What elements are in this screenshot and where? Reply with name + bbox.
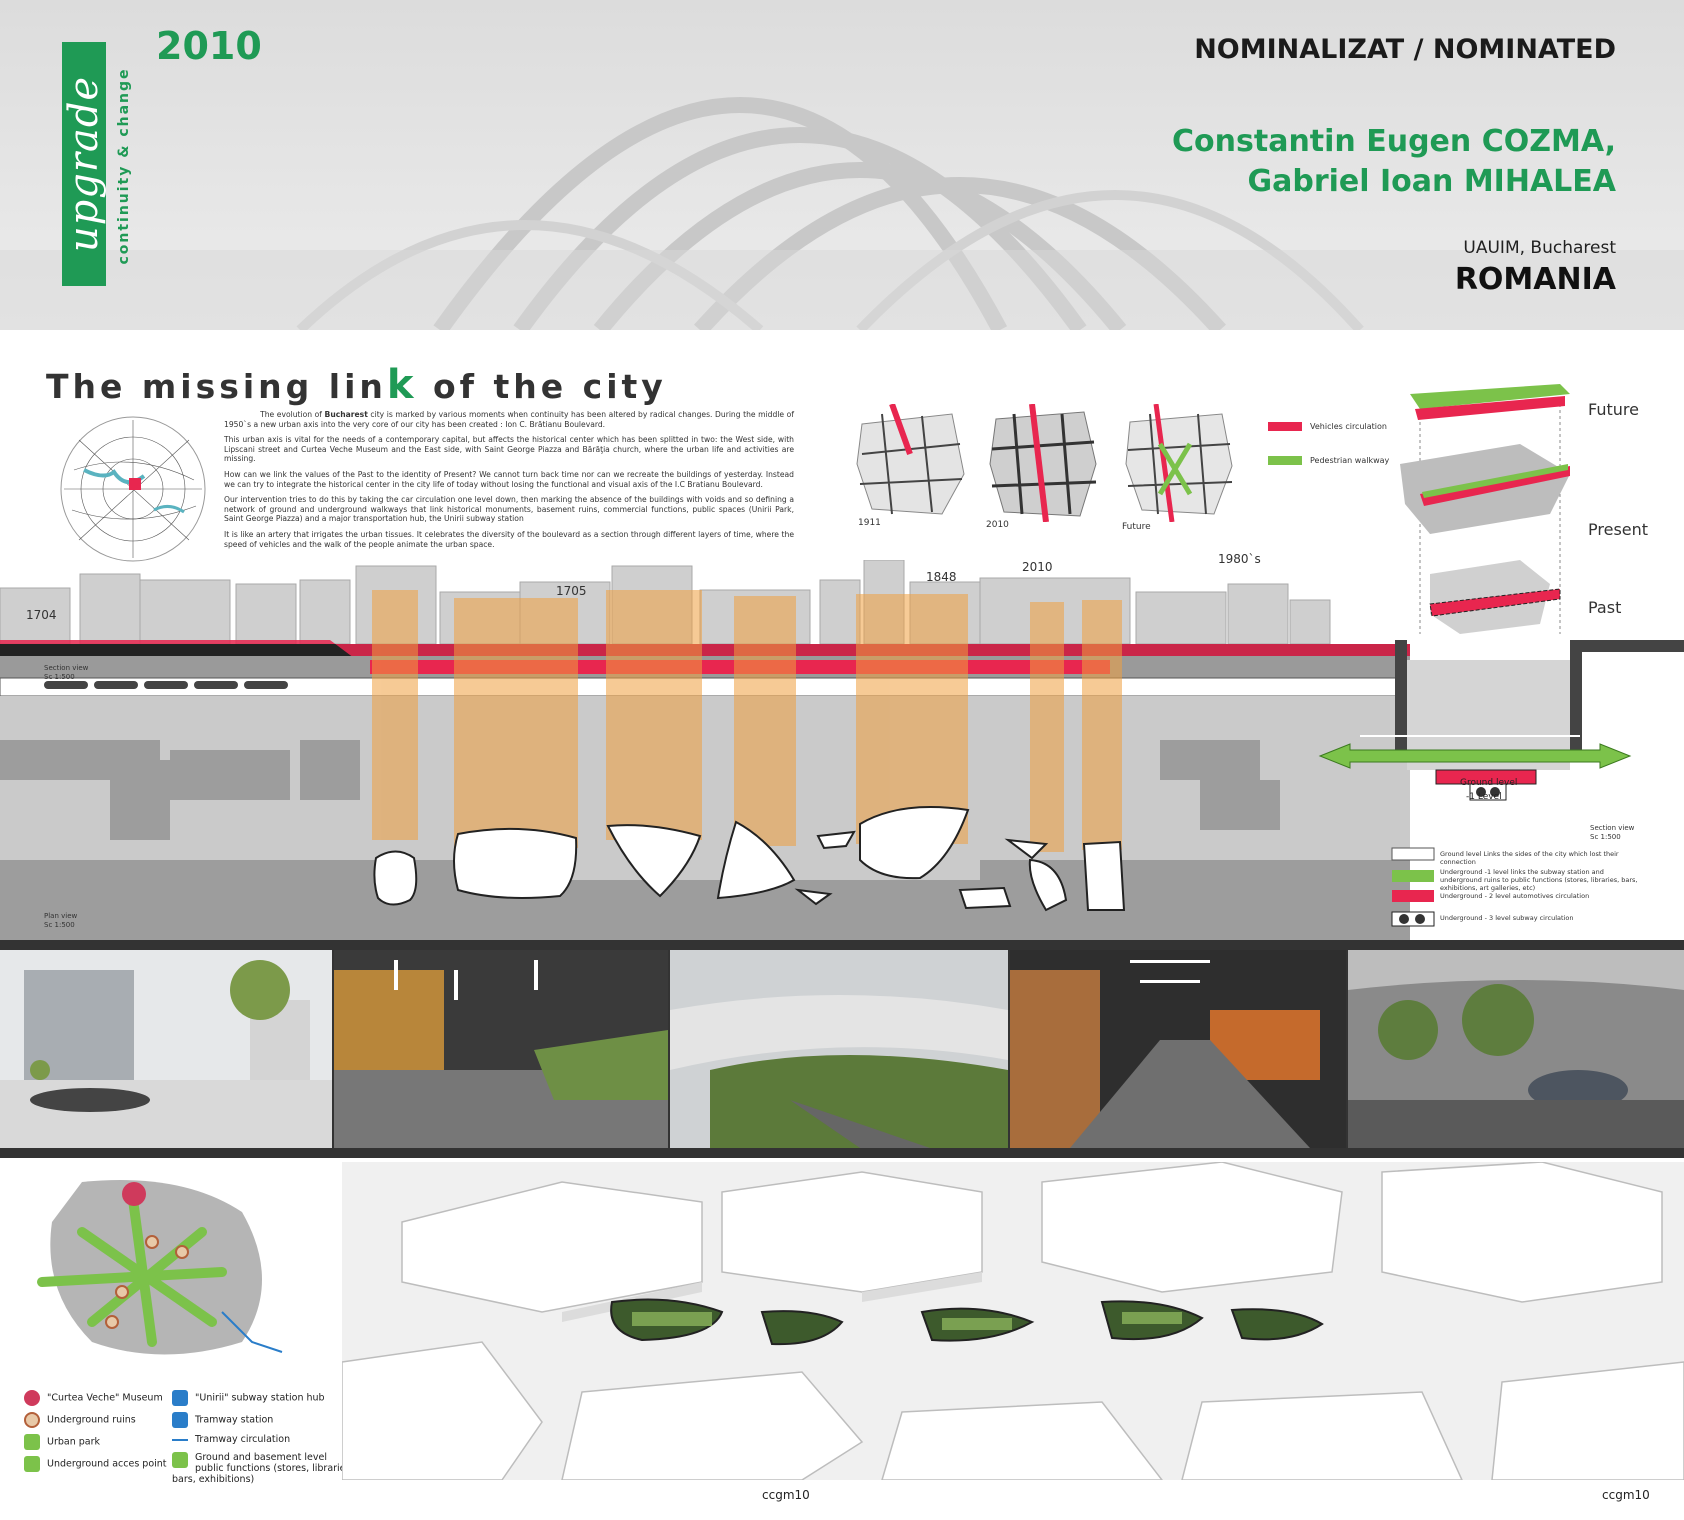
- render-sunken-walkway: [670, 950, 1008, 1148]
- footer-tag-center: ccgm10: [762, 1488, 810, 1502]
- render-underground-gallery: [334, 950, 668, 1148]
- logo-text: upgrade: [61, 75, 107, 253]
- logo-subtitle: continuity & change: [116, 67, 132, 265]
- evolution-map-2010: [989, 404, 1097, 522]
- layer-label-present: Present: [1588, 520, 1649, 539]
- legend-ruins: Underground ruins: [24, 1412, 136, 1428]
- evolution-label-2010: 2010: [986, 520, 1009, 530]
- legend-access: Underground acces point: [24, 1456, 167, 1472]
- access-point-icon: [24, 1456, 40, 1472]
- metro-icon: [172, 1390, 188, 1406]
- background-arches-photo: [0, 97, 1684, 330]
- legend-park: Urban park: [24, 1434, 100, 1450]
- layer-label-future: Future: [1588, 400, 1639, 419]
- intro-paragraph-5: It is like an artery that irrigates the …: [224, 529, 794, 549]
- time-layers-diagram: [1400, 384, 1570, 634]
- legend-subway: "Unirii" subway station hub: [172, 1390, 325, 1406]
- year-marker-1705: 1705: [556, 584, 587, 598]
- title-accent: k: [386, 362, 418, 408]
- legend-museum: "Curtea Veche" Museum: [24, 1390, 163, 1406]
- year-marker-1848: 1848: [926, 570, 957, 584]
- legend-tram-station: Tramway station: [172, 1412, 273, 1428]
- nomination-label: NOMINALIZAT / NOMINATED: [1194, 34, 1616, 65]
- network-map: [37, 1180, 283, 1355]
- level-minus2-label: -2 Level: [1466, 810, 1502, 820]
- layer-label-past: Past: [1588, 598, 1622, 617]
- country-label: ROMANIA: [1454, 262, 1616, 297]
- evolution-label-1911: 1911: [858, 518, 881, 528]
- shop-icon: [172, 1452, 188, 1468]
- ground-level-label: Ground level: [1460, 778, 1518, 788]
- year-marker-2010: 2010: [1022, 560, 1053, 574]
- tram-icon: [172, 1412, 188, 1428]
- intro-paragraph-2: This urban axis is vital for the needs o…: [224, 435, 794, 464]
- aerial-model-render: [342, 1162, 1684, 1480]
- intro-paragraph-1: The evolution of Bucharest city is marke…: [224, 410, 794, 429]
- section-legend-ground: Ground level Links the sides of the city…: [1440, 850, 1619, 866]
- logo-box: [62, 42, 106, 286]
- evolution-label-future: Future: [1122, 522, 1151, 532]
- level-minus1-label: -1 Level: [1466, 792, 1502, 802]
- vehicles-swatch: [1268, 422, 1302, 431]
- author-line-1: Constantin Eugen COZMA,: [1172, 124, 1616, 159]
- render-strip: [0, 940, 1684, 1158]
- intro-paragraph-3: How can we link the values of the Past t…: [224, 469, 794, 489]
- evolution-map-future: [1125, 404, 1233, 522]
- author-line-2: Gabriel Ioan MIHALEA: [1247, 164, 1616, 199]
- render-ruins-tunnel: [1010, 950, 1346, 1148]
- competition-year: 2010: [156, 24, 262, 68]
- legend-vehicles: Vehicles circulation: [1268, 422, 1387, 431]
- intro-paragraph-4: Our intervention tries to do this by tak…: [224, 495, 794, 524]
- legend-pedestrian: Pedestrian walkway: [1268, 456, 1389, 465]
- ruins-icon: [24, 1412, 40, 1428]
- year-marker-1980s: 1980`s: [1218, 552, 1261, 566]
- pedestrian-swatch: [1268, 456, 1302, 465]
- evolution-map-1911: [856, 404, 965, 515]
- footer-tag-right: ccgm10: [1602, 1488, 1650, 1502]
- section-legend-minus2: Underground - 2 level automotives circul…: [1440, 892, 1590, 900]
- city-map-thumbnail: [60, 416, 206, 562]
- legend-tram-circulation: Tramway circulation: [172, 1434, 290, 1445]
- render-plaza: [0, 950, 332, 1148]
- school-label: UAUIM, Bucharest: [1463, 238, 1616, 258]
- title-before: The missing lin: [46, 367, 387, 406]
- museum-icon: [24, 1390, 40, 1406]
- title-after: of the city: [417, 367, 667, 406]
- intro-text: The evolution of Bucharest city is marke…: [224, 410, 794, 555]
- header-banner: upgrade continuity & change 2010 NOMINAL…: [0, 0, 1684, 330]
- section-legend-minus3: Underground - 3 level subway circulation: [1440, 914, 1574, 922]
- tree-icon: [24, 1434, 40, 1450]
- tram-line-icon: [172, 1438, 188, 1441]
- section-plan-svg: [0, 560, 1684, 940]
- year-marker-1704: 1704: [26, 608, 57, 622]
- render-traffic-level: [1348, 950, 1684, 1148]
- section-legend-minus1: Underground -1 level links the subway st…: [1440, 868, 1638, 892]
- poster-title: The missing link of the city: [46, 362, 667, 408]
